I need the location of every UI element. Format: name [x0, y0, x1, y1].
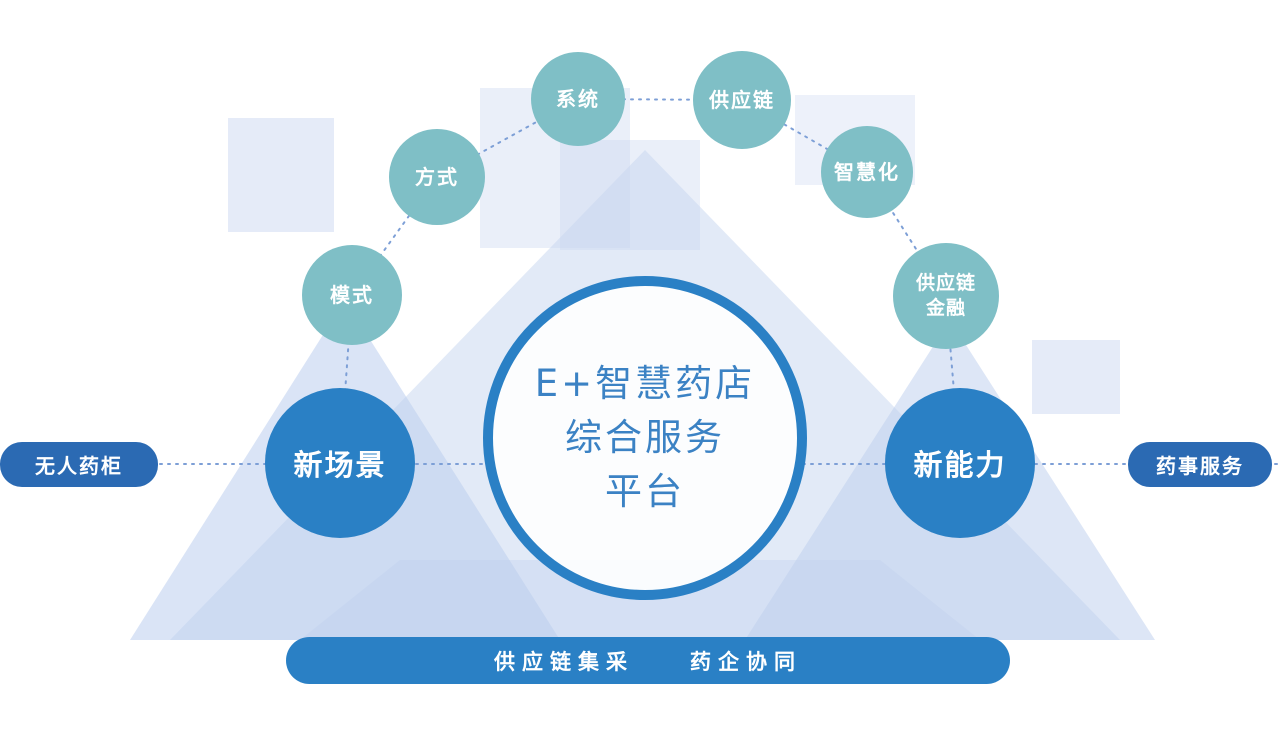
- center-platform-circle: E+智慧药店 综合服务 平台: [483, 276, 807, 600]
- center-platform-line1: E+智慧药店: [534, 362, 756, 405]
- background-band-bottom: [300, 560, 980, 640]
- satellite-mode-label: 模式: [330, 283, 374, 307]
- satellite-method: 方式: [389, 129, 485, 225]
- pill-pharmaceutical-service: 药事服务: [1128, 442, 1272, 487]
- satellite-supply-chain-finance-label-line1: 供应链: [915, 272, 976, 295]
- hub-new-scenario-label: 新场景: [293, 448, 387, 482]
- hub-new-capability: 新能力: [885, 388, 1035, 538]
- background-rect-right: [1032, 340, 1120, 414]
- hub-new-capability-label: 新能力: [913, 448, 1007, 482]
- background-rect-top-center-2: [560, 140, 700, 250]
- center-platform-line3: 平台: [605, 470, 685, 513]
- satellite-supply-chain: 供应链: [693, 51, 791, 149]
- satellite-mode: 模式: [302, 245, 402, 345]
- hub-new-scenario: 新场景: [265, 388, 415, 538]
- satellite-supply-chain-finance-label-line2: 金融: [925, 297, 966, 319]
- pill-pharmaceutical-service-label: 药事服务: [1156, 454, 1244, 478]
- background-rect-top-left: [228, 118, 334, 232]
- satellite-supply-chain-label: 供应链: [709, 88, 775, 112]
- bottom-bar: 供应链集采 药企协同: [286, 637, 1010, 684]
- pill-unmanned-medicine-cabinet: 无人药柜: [0, 442, 158, 487]
- bottom-bar-item-procurement: 供应链集采: [494, 649, 634, 674]
- satellite-supply-chain-finance: 供应链 金融: [893, 243, 999, 349]
- center-platform-line2: 综合服务: [565, 416, 725, 459]
- pill-unmanned-medicine-cabinet-label: 无人药柜: [35, 454, 123, 478]
- satellite-method-label: 方式: [415, 165, 459, 189]
- satellite-smartization-label: 智慧化: [834, 160, 900, 184]
- bottom-bar-item-collaboration: 药企协同: [690, 649, 802, 674]
- satellite-system: 系统: [531, 52, 625, 146]
- satellite-system-label: 系统: [556, 87, 600, 111]
- satellite-smartization: 智慧化: [821, 126, 913, 218]
